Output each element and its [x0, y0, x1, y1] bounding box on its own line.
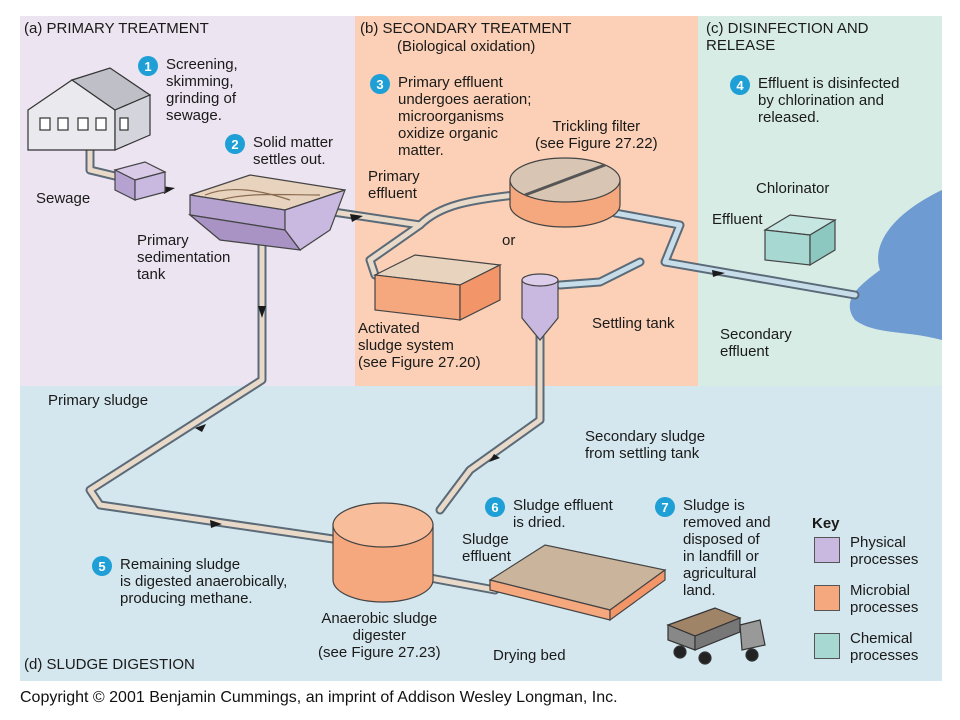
label-digester: Anaerobic sludge digester (see Figure 27… [318, 610, 441, 661]
step-4: 4 Effluent is disinfected by chlorinatio… [730, 75, 899, 126]
section-title-secondary: (b) SECONDARY TREATMENT [360, 20, 572, 37]
key-swatch-microbial [814, 585, 840, 611]
label-sludge-effluent: Sludge effluent [462, 531, 511, 565]
step-text: Sludge effluent is dried. [513, 497, 613, 531]
label-chlorinator: Chlorinator [756, 180, 830, 197]
step-text: Solid matter settles out. [253, 134, 334, 168]
settling-tank [521, 273, 559, 341]
copyright-notice: Copyright © 2001 Benjamin Cummings, an i… [20, 689, 618, 706]
key-swatch-chemical [814, 633, 840, 659]
section-title-disinfection: (c) DISINFECTION AND RELEASE [706, 20, 869, 54]
step-1: 1 Screening, skimming, grinding of sewag… [138, 56, 238, 124]
screening-unit [113, 161, 167, 201]
label-sewage: Sewage [36, 190, 91, 207]
label-primary-effluent: Primary effluent [368, 168, 420, 202]
step-2: 2 Solid matter settles out. [225, 134, 333, 168]
step-text: Primary effluent undergoes aeration; mic… [398, 74, 532, 159]
label-primary-tank: Primary sedimentation tank [137, 232, 231, 283]
section-title-primary: (a) PRIMARY TREATMENT [24, 20, 209, 37]
step-6: 6 Sludge effluent is dried. [485, 497, 613, 531]
step-text: Sludge is removed and disposed of in lan… [683, 497, 771, 599]
key-label-physical: Physical processes [850, 534, 919, 568]
label-settling-tank: Settling tank [592, 315, 675, 332]
step-badge: 5 [92, 556, 112, 576]
step-badge: 1 [138, 56, 158, 76]
key-label-chemical: Chemical processes [850, 630, 919, 664]
step-badge: 6 [485, 497, 505, 517]
step-7: 7 Sludge is removed and disposed of in l… [655, 497, 771, 599]
label-secondary-sludge: Secondary sludge from settling tank [585, 428, 706, 462]
key-label-microbial: Microbial processes [850, 582, 919, 616]
step-text: Screening, skimming, grinding of sewage. [166, 56, 238, 124]
water-body [849, 190, 942, 340]
key-title: Key [812, 515, 840, 532]
label-secondary-effluent: Secondary effluent [720, 326, 792, 360]
step-5: 5 Remaining sludge is digested anaerobic… [92, 556, 287, 607]
section-title-sludge: (d) SLUDGE DIGESTION [24, 656, 195, 673]
trickling-filter [509, 157, 621, 228]
step-badge: 3 [370, 74, 390, 94]
label-or: or [502, 232, 516, 249]
label-trickling-filter: Trickling filter (see Figure 27.22) [535, 118, 658, 152]
label-activated-sludge: Activated sludge system (see Figure 27.2… [358, 320, 481, 371]
key-swatch-physical [814, 537, 840, 563]
label-drying-bed: Drying bed [493, 647, 566, 664]
step-text: Effluent is disinfected by chlorination … [758, 75, 900, 126]
step-text: Remaining sludge is digested anaerobical… [120, 556, 288, 607]
label-primary-sludge: Primary sludge [48, 392, 149, 409]
step-3: 3 Primary effluent undergoes aeration; m… [370, 74, 531, 159]
truck [666, 607, 766, 665]
step-badge: 2 [225, 134, 245, 154]
sludge-digester [332, 502, 434, 603]
primary-sedimentation-tank [187, 174, 347, 251]
drying-bed [488, 544, 667, 622]
step-badge: 7 [655, 497, 675, 517]
chlorinator [763, 214, 837, 267]
label-effluent: Effluent [712, 211, 763, 228]
section-subtitle-secondary: (Biological oxidation) [397, 38, 536, 55]
house [27, 67, 152, 151]
step-badge: 4 [730, 75, 750, 95]
activated-sludge-tank [372, 254, 503, 321]
